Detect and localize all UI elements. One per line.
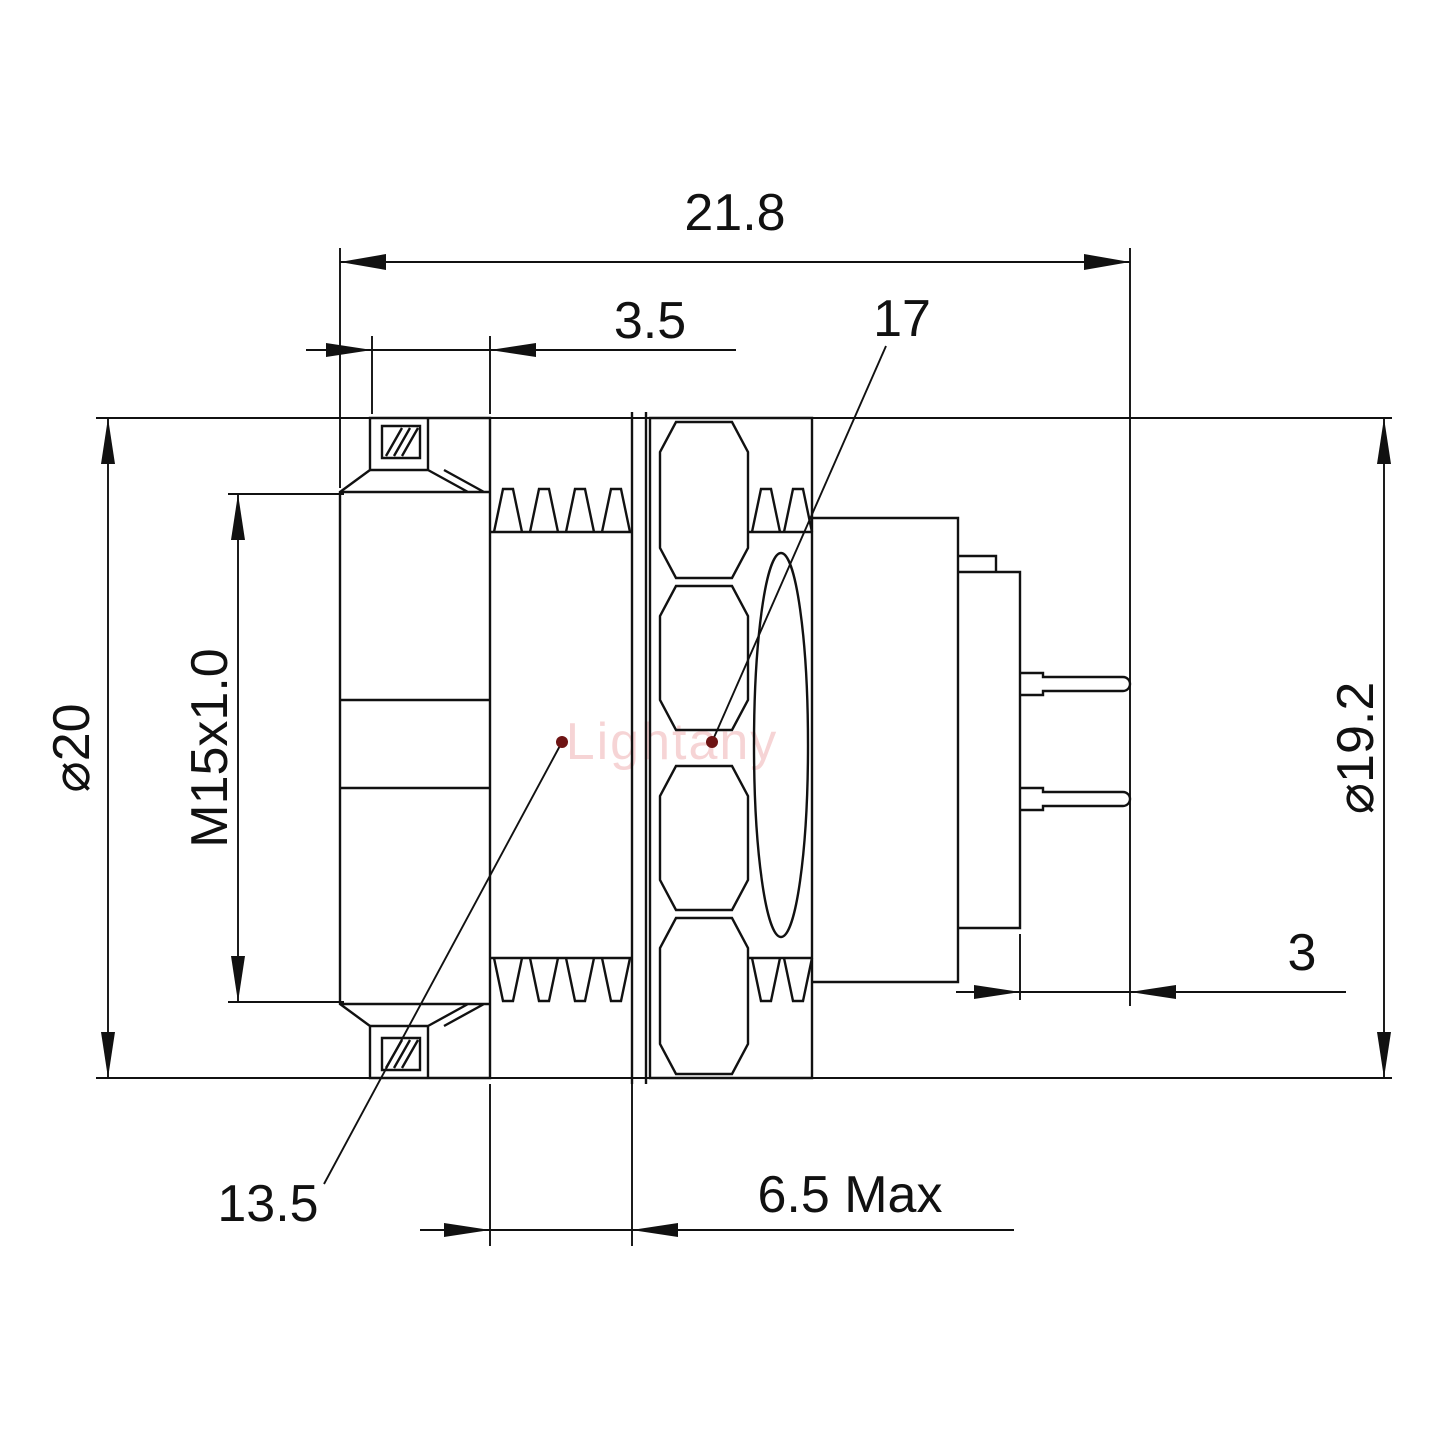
solder-pin-bottom: [1020, 786, 1132, 812]
dim-hex-size: 17: [706, 290, 931, 748]
thread-teeth-bottom: [492, 957, 632, 1003]
dimensions: 21.8 3.5 17 ⌀20 M15x1.0: [43, 184, 1392, 1246]
solder-pin-top: [1020, 671, 1132, 697]
dim-panel-thickness-arrow-left: [444, 1223, 490, 1237]
dim-thread-length-dot: [556, 736, 568, 748]
dim-thread-length: 13.5: [217, 736, 568, 1233]
dim-label-thread-length: 13.5: [217, 1175, 318, 1233]
dim-label-pin-length: 3: [1288, 924, 1317, 982]
dim-label-rear-diameter: ⌀19.2: [1327, 682, 1385, 815]
dim-label-overall-length: 21.8: [684, 184, 785, 242]
dim-overall-length-arrow-left: [340, 254, 386, 270]
lock-washer-lines: [630, 412, 648, 1084]
dim-flange-thickness-arrow-left: [326, 343, 372, 357]
dim-pin-length-arrow-right: [1130, 985, 1176, 999]
dim-rear-diameter: ⌀19.2: [1327, 418, 1391, 1078]
dim-panel-thickness-lines: [420, 1084, 1014, 1246]
dim-thread-length-leader: [323, 741, 563, 1185]
dim-front-diameter-arrow-bottom: [101, 1032, 115, 1078]
dim-rear-diameter-arrow-bottom: [1377, 1032, 1391, 1078]
front-shell-details: [340, 418, 490, 1078]
thread-teeth-top: [492, 487, 632, 533]
dim-label-flange-thickness: 3.5: [614, 292, 686, 350]
dim-thread-spec: M15x1.0: [181, 493, 344, 1003]
dim-hex-size-dot: [706, 736, 718, 748]
dim-flange-thickness: 3.5: [306, 292, 736, 414]
dim-overall-length-arrow-right: [1084, 254, 1130, 270]
front-shell-outline: [338, 416, 492, 1080]
extension-lines-horizontal: [96, 417, 1392, 1079]
rear-body-outline: [812, 516, 960, 984]
dim-panel-thickness: 6.5 Max: [420, 1084, 1014, 1246]
hex-nut-shank-curve: [752, 551, 810, 939]
dim-panel-thickness-arrow-right: [632, 1223, 678, 1237]
dim-label-front-diameter: ⌀20: [43, 703, 101, 792]
dim-flange-thickness-arrow-right: [490, 343, 536, 357]
dim-label-hex-size: 17: [873, 290, 931, 348]
dim-label-panel-thickness: 6.5 Max: [758, 1166, 943, 1224]
thread-root-lines: [490, 530, 632, 960]
dim-pin-length-arrow-left: [974, 985, 1020, 999]
dim-thread-spec-lines: [228, 493, 344, 1003]
dim-overall-length-lines: [339, 248, 1131, 1006]
dim-front-diameter: ⌀20: [43, 418, 115, 1078]
rear-tab: [958, 554, 998, 572]
dim-front-diameter-arrow-top: [101, 418, 115, 464]
front-shell-knurl-top: [380, 424, 422, 460]
rear-step-outline: [958, 570, 1022, 930]
dim-pin-length: 3: [956, 924, 1346, 1000]
dim-overall-length: 21.8: [339, 184, 1131, 1006]
dim-label-thread-spec: M15x1.0: [181, 648, 239, 847]
dim-rear-diameter-arrow-top: [1377, 418, 1391, 464]
dim-thread-spec-arrow-bottom: [231, 956, 245, 1002]
dim-hex-size-leader: [711, 345, 887, 743]
hex-nut-facets: [658, 420, 750, 1076]
hex-nut-thread-teeth: [750, 487, 814, 1003]
dim-thread-spec-arrow-top: [231, 494, 245, 540]
